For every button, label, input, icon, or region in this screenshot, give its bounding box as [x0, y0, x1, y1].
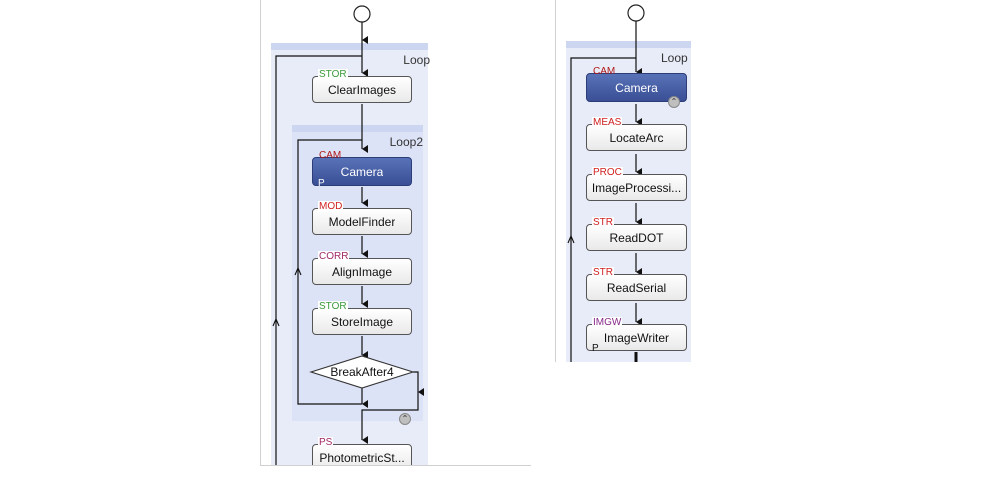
outer-loop-label: Loop [403, 53, 430, 67]
node-type-tag: IMGW [592, 317, 623, 328]
inner-loop-header-bar[interactable] [292, 125, 423, 132]
left-flowchart-pane[interactable]: Loop Loop2 STOR ClearImages [260, 0, 531, 466]
node-label: ReadSerial [606, 280, 667, 295]
node-imagewriter[interactable]: IMGW ImageWriter P [586, 317, 687, 354]
node-label: StoreImage [330, 314, 394, 329]
node-imageprocessing[interactable]: PROC ImageProcessi... [586, 167, 687, 201]
node-label: Camera [340, 164, 384, 179]
node-type-tag: CAM [319, 150, 342, 161]
right-flowchart-pane[interactable]: Loop CAM Camera ⌃ MEAS LocateArc PROC Im… [555, 0, 696, 362]
node-camera-selected[interactable]: CAM Camera P [312, 150, 412, 189]
outer-loop-header-bar[interactable] [271, 43, 428, 50]
node-p-flag: P [318, 178, 325, 189]
node-label: LocateArc [609, 130, 664, 145]
node-p-flag: P [592, 343, 599, 354]
node-storeimage[interactable]: STOR StoreImage [312, 301, 412, 335]
node-modelfinder[interactable]: MOD ModelFinder [312, 201, 412, 235]
node-type-tag: PS [318, 437, 334, 448]
loop-header-bar[interactable] [566, 41, 691, 48]
node-type-tag: CAM [593, 66, 616, 77]
node-type-tag: STOR [318, 69, 348, 80]
collapse-camera-icon[interactable]: ⌃ [668, 96, 680, 108]
node-label: ImageWriter [603, 330, 670, 345]
node-type-tag: STR [592, 267, 614, 278]
start-node-circle [627, 4, 645, 22]
node-readdot[interactable]: STR ReadDOT [586, 217, 687, 251]
start-node-circle [353, 5, 371, 23]
node-label: Camera [615, 80, 658, 95]
node-readserial[interactable]: STR ReadSerial [586, 267, 687, 301]
right-flow-connectors [567, 4, 645, 362]
node-type-tag: MOD [318, 201, 344, 212]
node-locatearc[interactable]: MEAS LocateArc [586, 117, 687, 151]
node-label: AlignImage [331, 264, 393, 279]
node-label: ClearImages [327, 82, 397, 97]
node-type-tag: PROC [592, 167, 623, 178]
decision-diamond-shape [309, 355, 415, 389]
decision-breakafter4-label[interactable]: BreakAfter4 [330, 365, 394, 379]
node-type-tag: STR [592, 217, 614, 228]
node-label: ModelFinder [328, 214, 396, 229]
node-label: ImageProcessi... [591, 180, 682, 195]
node-label: PhotometricSt... [319, 450, 405, 465]
inner-loop-label: Loop2 [389, 135, 423, 149]
left-flow-connectors [272, 5, 424, 465]
node-clearimages[interactable]: STOR ClearImages [312, 69, 412, 103]
collapse-loop2-icon[interactable]: ⌃ [399, 413, 411, 425]
node-type-tag: MEAS [592, 117, 623, 128]
node-type-tag: CORR [318, 251, 350, 262]
loop-label: Loop [661, 51, 688, 65]
node-alignimage[interactable]: CORR AlignImage [312, 251, 412, 285]
node-photometricstereo[interactable]: PS PhotometricSt... [312, 437, 412, 465]
node-label: ReadDOT [609, 230, 664, 245]
node-type-tag: STOR [318, 301, 348, 312]
